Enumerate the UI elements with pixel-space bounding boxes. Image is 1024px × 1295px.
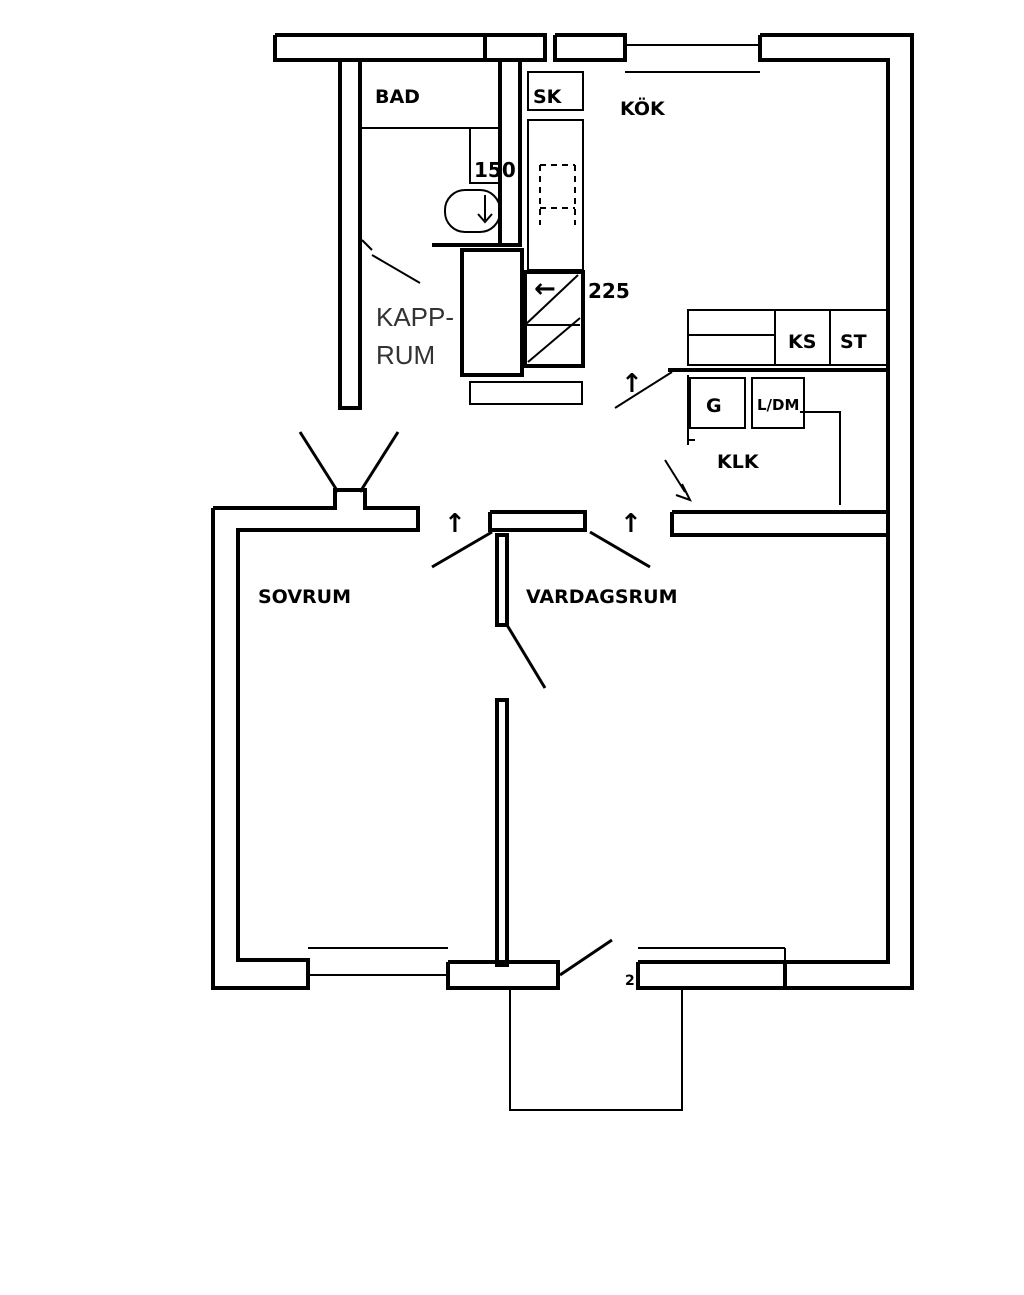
balcony [509, 990, 683, 1111]
bottom-wall [308, 938, 787, 990]
partition-wall [495, 533, 547, 967]
up-arrow-icon: ↑ [621, 369, 643, 399]
small-mark: 2 [625, 973, 635, 989]
kitchen-cabinets [614, 309, 889, 409]
right-wall [783, 520, 914, 990]
label-kapprum-1: KAPP- [376, 302, 454, 332]
kitchen-column [460, 71, 585, 405]
middle-wall [211, 431, 890, 990]
label-klk: KLK [717, 451, 760, 473]
label-dim-150: 150 [474, 158, 516, 182]
label-kok: KÖK [620, 96, 666, 120]
label-st: ST [840, 331, 867, 353]
top-wall [273, 33, 914, 520]
label-sk: SK [533, 86, 563, 108]
hall-left-wall [338, 60, 362, 410]
label-g: G [706, 395, 722, 417]
label-kapprum-2: RUM [376, 340, 435, 370]
up-arrow-icon: ↑ [444, 509, 466, 539]
bathroom [361, 60, 522, 284]
label-ldm: L/DM [757, 396, 799, 414]
closet [664, 375, 841, 505]
label-bad: BAD [375, 86, 420, 108]
label-dim-225: 225 [588, 279, 630, 303]
label-ks: KS [788, 331, 816, 353]
label-vardagsrum: VARDAGSRUM [526, 586, 677, 608]
left-arrow-icon: ← [534, 274, 556, 304]
label-sovrum: SOVRUM [258, 586, 351, 608]
up-arrow-icon: ↑ [620, 509, 642, 539]
